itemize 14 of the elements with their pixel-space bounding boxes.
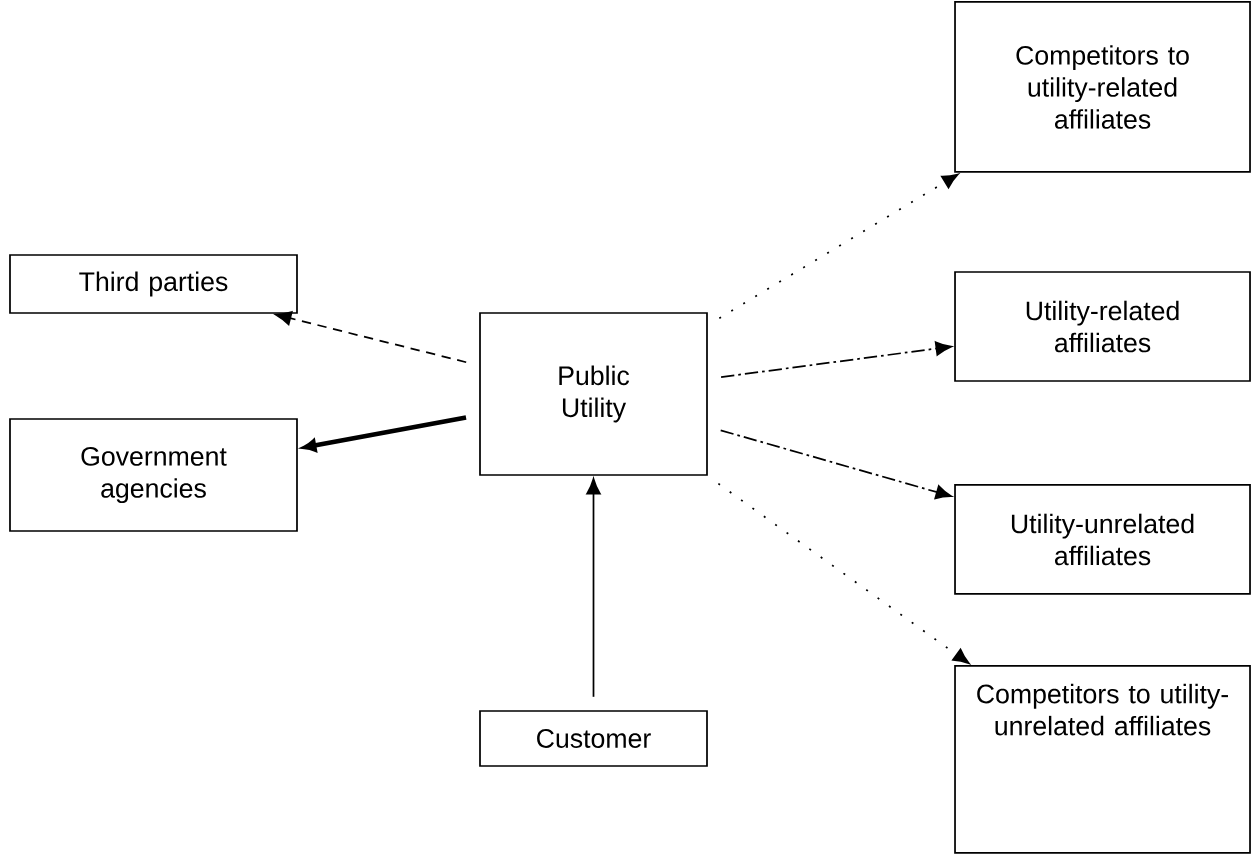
arrow bbox=[586, 478, 601, 698]
box: Utility-unrelated affiliates bbox=[954, 484, 1251, 595]
box: Third parties bbox=[9, 254, 298, 314]
box: Public Utility bbox=[479, 312, 708, 476]
box: Utility-related affiliates bbox=[954, 271, 1251, 382]
box: Competitors to utility-related affiliates bbox=[954, 1, 1251, 173]
arrow bbox=[275, 311, 468, 364]
box: Competitors to utility-unrelated affiliates bbox=[954, 665, 1251, 854]
arrow bbox=[718, 173, 959, 320]
arrow bbox=[720, 341, 952, 378]
arrow bbox=[717, 482, 970, 665]
arrow bbox=[719, 429, 952, 500]
box: Customer bbox=[479, 710, 708, 767]
box: Government agencies bbox=[9, 418, 298, 532]
